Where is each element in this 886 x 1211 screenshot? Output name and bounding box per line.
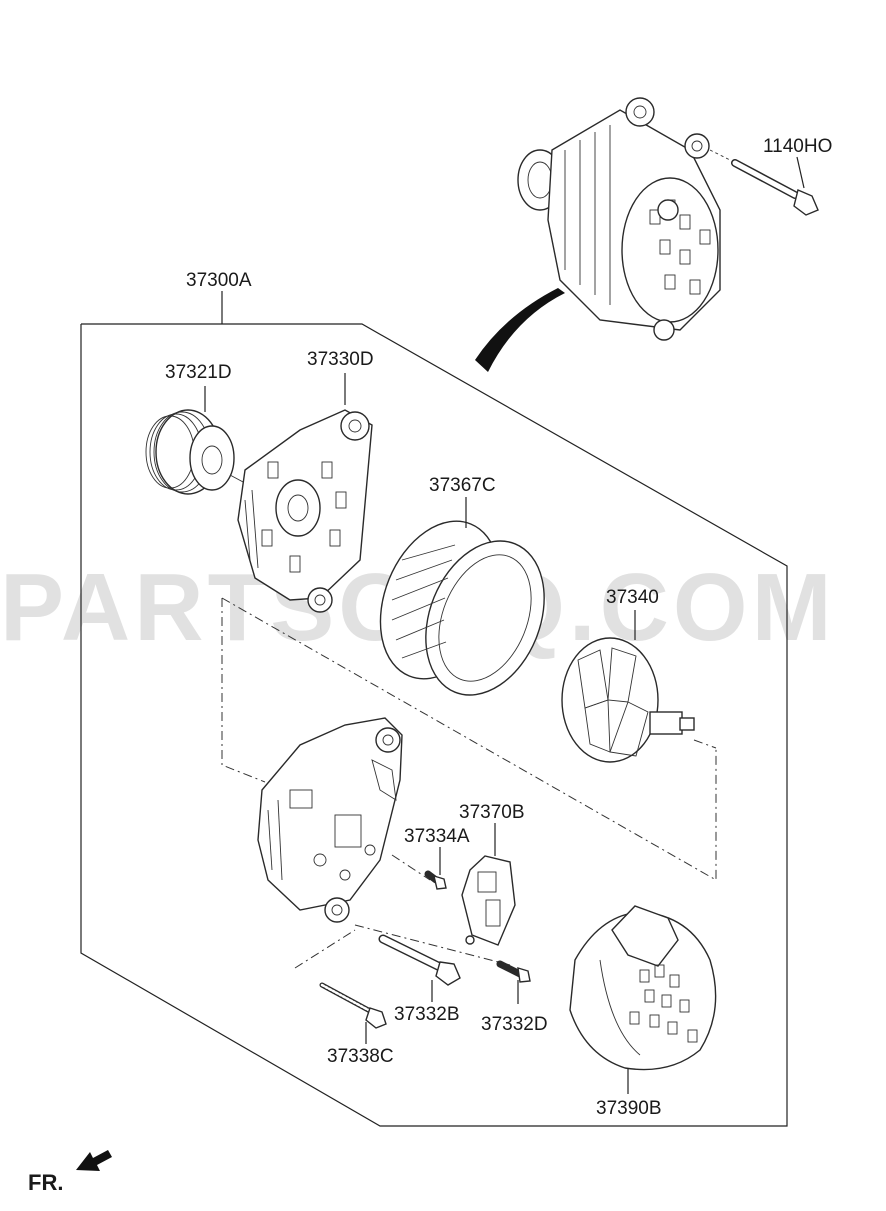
rotor-icon [561, 637, 717, 763]
rear-cover-icon [569, 905, 717, 1071]
front-bracket-icon [237, 409, 373, 613]
part-label-37338C: 37338C [327, 1046, 394, 1067]
guide-line-main [221, 598, 266, 783]
assembly-boundary [80, 323, 788, 1127]
bolt-icon [496, 960, 531, 983]
pulley-icon [145, 409, 235, 495]
rear-bracket-icon [257, 717, 403, 923]
orientation-label: FR. [28, 1170, 63, 1195]
part-label-37321D: 37321D [165, 362, 232, 383]
part-label-1140HO: 1140HO [763, 136, 832, 157]
part-label-37334A: 37334A [404, 826, 470, 847]
part-label-37300A: 37300A [186, 270, 252, 291]
part-label-37332B: 37332B [394, 1004, 460, 1025]
assembly-pointer-arrow [475, 288, 565, 372]
part-label-37330D: 37330D [307, 349, 374, 370]
front-arrow-icon [76, 1150, 112, 1171]
part-label-37340: 37340 [606, 587, 659, 608]
part-label-37370B: 37370B [459, 802, 525, 823]
bolt-icon [319, 982, 387, 1029]
part-label-37390B: 37390B [596, 1098, 662, 1119]
bolt-icon [378, 934, 461, 986]
bolt-icon [709, 149, 819, 216]
regulator-icon [461, 855, 516, 946]
bolt-icon [424, 870, 447, 890]
stator-icon [379, 520, 545, 696]
alternator-assembly-icon [517, 97, 721, 341]
part-label-37332D: 37332D [481, 1014, 548, 1035]
part-label-37367C: 37367C [429, 475, 496, 496]
